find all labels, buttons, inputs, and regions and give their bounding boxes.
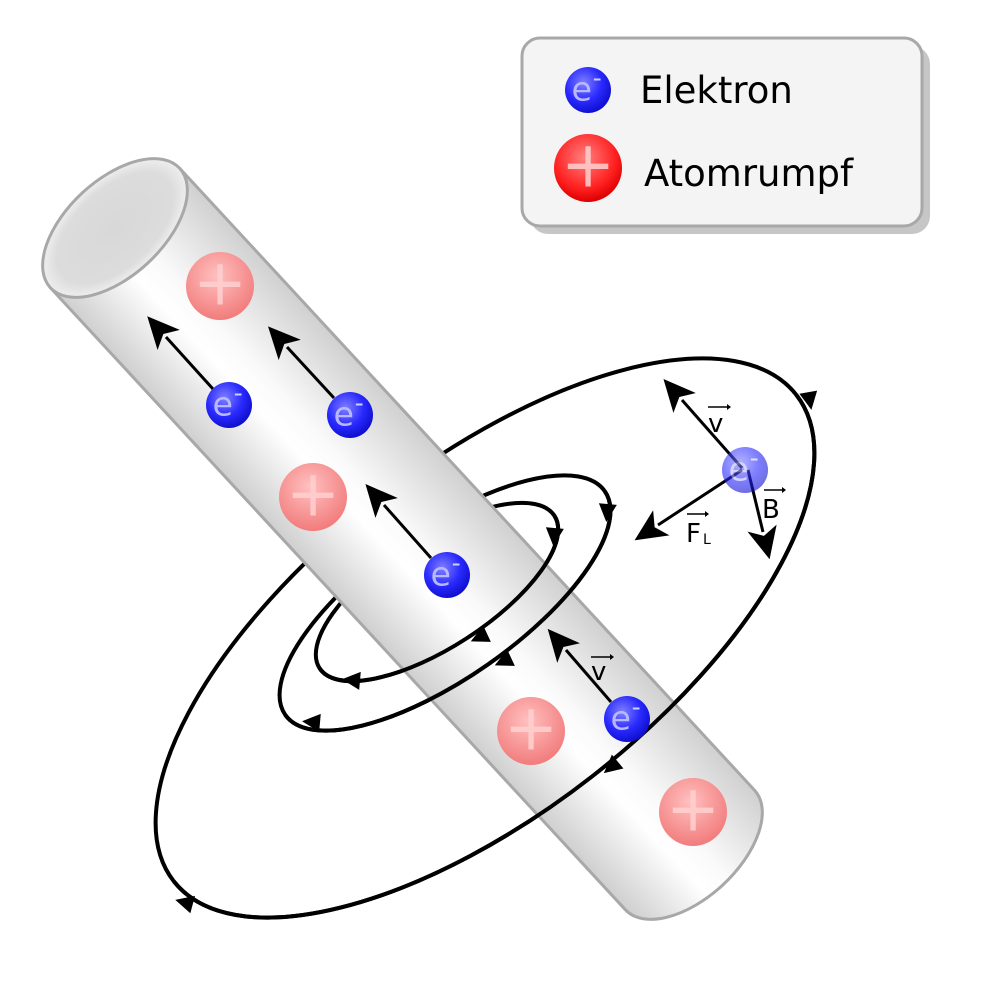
electron-icon bbox=[722, 447, 768, 493]
field-electron: e- bbox=[722, 444, 768, 493]
arrowhead-icon bbox=[603, 754, 624, 774]
field-direction-arrows bbox=[175, 390, 818, 914]
electron-symbol: e bbox=[610, 698, 631, 737]
velocity-arrow bbox=[547, 628, 613, 703]
electron: e- bbox=[206, 379, 252, 428]
legend-ion-icon: + bbox=[554, 128, 622, 203]
electron-symbol: e bbox=[728, 449, 749, 488]
ion-icon bbox=[186, 252, 254, 320]
electron-charge: - bbox=[452, 549, 461, 578]
velocity-arrow bbox=[365, 484, 433, 559]
arrowhead-icon bbox=[799, 390, 818, 410]
arrowhead-icon bbox=[494, 649, 515, 666]
electron-symbol: e bbox=[571, 69, 592, 108]
electron-icon bbox=[206, 382, 252, 428]
electron-velocity-arrows bbox=[147, 316, 613, 703]
lorentz-force-subscript: L bbox=[703, 532, 711, 548]
arrowhead-icon bbox=[545, 527, 564, 546]
electron: e- bbox=[604, 693, 650, 742]
velocity-arrow bbox=[147, 316, 215, 391]
arrowhead-icon bbox=[342, 671, 361, 690]
magnetic-field-label: B bbox=[762, 495, 780, 525]
electron-charge: - bbox=[234, 379, 243, 408]
arrowhead-icon bbox=[598, 503, 617, 522]
lorentz-force-label: F bbox=[686, 519, 701, 549]
arrowhead-icon bbox=[470, 625, 491, 642]
electron-charge: - bbox=[355, 389, 364, 418]
ion-icon bbox=[497, 697, 565, 765]
lorentz-force-vectors: e- v B F L bbox=[634, 379, 786, 560]
ion-icon bbox=[554, 134, 622, 202]
arrowhead-icon bbox=[302, 713, 321, 732]
electron: e- bbox=[424, 549, 470, 598]
legend-electron-label: Elektron bbox=[640, 69, 793, 112]
electron-charge: - bbox=[593, 64, 602, 93]
arrowhead-icon bbox=[175, 895, 195, 914]
electron-charge: - bbox=[750, 444, 759, 473]
ion: + bbox=[186, 246, 254, 321]
velocity-arrow bbox=[268, 326, 336, 400]
ion-icon bbox=[279, 463, 347, 531]
electron-icon bbox=[565, 67, 611, 113]
ion-symbol: + bbox=[504, 691, 558, 766]
electron: e- bbox=[327, 389, 373, 438]
electron-symbol: e bbox=[430, 554, 451, 593]
legend-electron-icon: e- bbox=[565, 64, 611, 113]
electron-icon bbox=[604, 696, 650, 742]
wire bbox=[41, 157, 764, 921]
legend-ion-label: Atomrumpf bbox=[644, 152, 854, 195]
ion-icon bbox=[659, 778, 727, 846]
electron-icon bbox=[424, 552, 470, 598]
ion-symbol: + bbox=[666, 772, 720, 847]
ion: + bbox=[659, 772, 727, 847]
electron-icon bbox=[327, 392, 373, 438]
ion-symbol: + bbox=[561, 128, 615, 203]
wire-end-cap bbox=[41, 157, 189, 299]
electron-charge: - bbox=[632, 693, 641, 722]
electron-symbol: e bbox=[333, 394, 354, 433]
electron-symbol: e bbox=[212, 384, 233, 423]
ion-symbol: + bbox=[286, 457, 340, 532]
ion-symbol: + bbox=[193, 246, 247, 321]
ion: + bbox=[279, 457, 347, 532]
velocity-vector-label: v bbox=[708, 409, 723, 439]
svg-text:v: v bbox=[591, 657, 606, 687]
ion: + bbox=[497, 691, 565, 766]
velocity-label-wire: v bbox=[591, 654, 614, 687]
legend: e- Elektron + Atomrumpf bbox=[520, 36, 930, 234]
